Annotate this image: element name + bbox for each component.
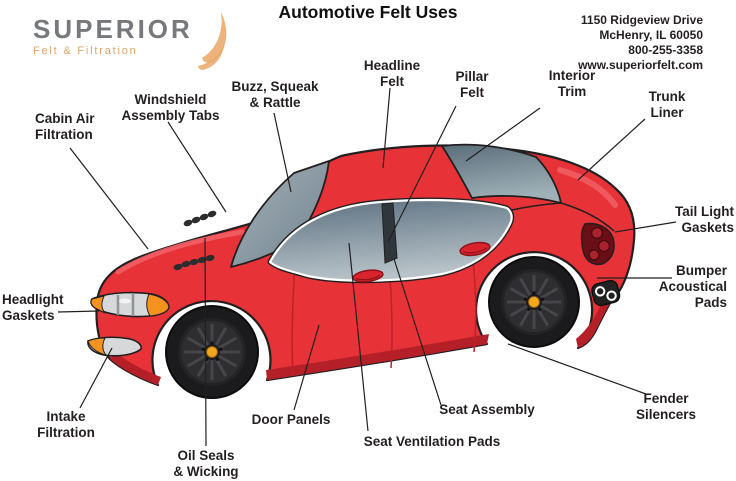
label-tail-light-gaskets: Tail Light Gaskets — [675, 204, 734, 235]
tail-light-cluster — [580, 222, 615, 266]
front-hub-cap — [206, 346, 218, 358]
rear-wheel — [488, 256, 580, 348]
label-headlight-gaskets: Headlight Gaskets — [2, 292, 64, 323]
contact-phone: 800-255-3358 — [628, 43, 703, 57]
rear-hub-cap — [528, 296, 540, 308]
leader-line-oil-seals-wicking — [204, 237, 207, 447]
b-pillar — [381, 202, 398, 264]
contact-city-line: McHenry, IL 60050 — [599, 28, 703, 42]
hood-vent-lower — [173, 254, 215, 271]
label-fender-silencers: Fender Silencers — [635, 391, 697, 422]
label-door-panels: Door Panels — [251, 412, 331, 427]
leader-line-fender-silencers — [507, 343, 647, 395]
rear-window-glass — [441, 143, 562, 204]
leader-line-trunk-liner — [577, 118, 646, 181]
rear-door-handle — [459, 241, 491, 257]
leader-line-pillar-felt — [387, 105, 457, 243]
fog-lamp — [87, 336, 142, 357]
label-buzz-squeak-rattle: Buzz, Squeak & Rattle — [231, 79, 319, 110]
label-interior-trim: Interior Trim — [548, 68, 596, 99]
page-title: Automotive Felt Uses — [278, 2, 458, 22]
leader-line-seat-assembly — [393, 258, 442, 406]
label-windshield-assembly-tabs: Windshield Assembly Tabs — [121, 92, 220, 123]
leader-line-headline-felt — [382, 87, 391, 169]
label-bumper-acoustical-pads: Bumper Acoustical Pads — [658, 263, 727, 310]
headlight — [90, 291, 170, 318]
exhaust-tips — [591, 279, 621, 307]
label-intake-filtration: Intake Filtration — [37, 409, 95, 440]
leader-line-interior-trim — [465, 107, 541, 162]
leader-line-buzz-squeak-rattle — [273, 112, 292, 193]
hood-vent-upper — [183, 210, 217, 227]
label-seat-assembly: Seat Assembly — [439, 402, 535, 417]
leader-line-intake-filtration — [79, 347, 113, 409]
label-headline-felt: Headline Felt — [363, 58, 421, 89]
leader-line-headlight-gaskets — [57, 310, 100, 313]
label-trunk-liner: Trunk Liner — [648, 89, 686, 120]
logo-tagline: Felt & Filtration — [33, 45, 138, 57]
logo-wordmark: SUPERIOR — [33, 14, 193, 44]
leader-lines — [57, 87, 677, 447]
contact-block: 1150 Ridgeview Drive McHenry, IL 60050 8… — [578, 13, 703, 73]
company-logo: SUPERIOR Felt & Filtration — [33, 12, 233, 70]
label-oil-seals-wicking: Oil Seals & Wicking — [173, 448, 239, 479]
contact-website[interactable]: www.superiorfelt.com — [578, 58, 703, 72]
front-wheel — [165, 305, 259, 399]
leader-line-seat-ventilation-pads — [348, 242, 369, 432]
rocker-shadow — [266, 334, 489, 380]
leader-line-door-panels — [293, 324, 320, 411]
contact-address-line: 1150 Ridgeview Drive — [580, 13, 703, 27]
logo-swoosh-icon — [198, 12, 227, 70]
label-seat-ventilation-pads: Seat Ventilation Pads — [363, 434, 501, 449]
leader-line-windshield-assembly-tabs — [167, 121, 227, 213]
leader-line-cabin-air-filtration — [69, 147, 149, 250]
label-pillar-felt: Pillar Felt — [455, 69, 489, 100]
windshield-glass — [230, 160, 330, 268]
label-cabin-air-filtration: Cabin Air Filtration — [35, 111, 95, 142]
leader-line-tail-light-gaskets — [614, 221, 677, 233]
side-windows-glass — [267, 197, 515, 284]
